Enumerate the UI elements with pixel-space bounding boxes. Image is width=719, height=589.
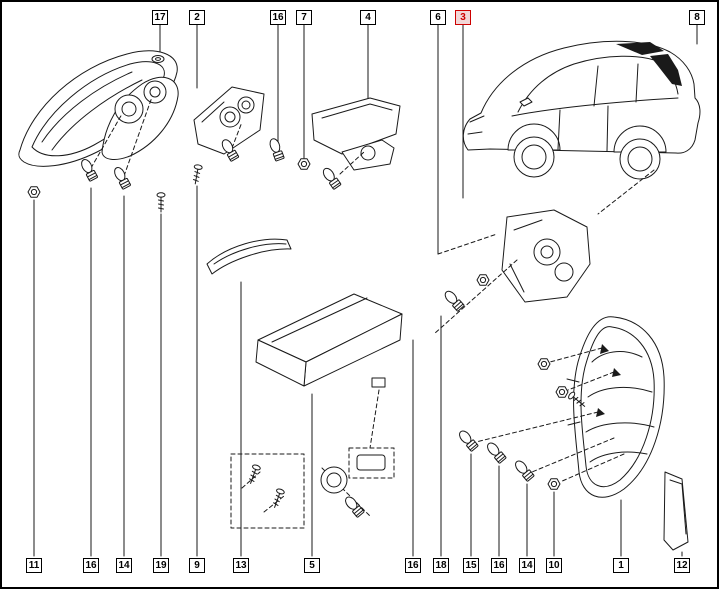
bulb-icon: [456, 428, 479, 452]
callout-8[interactable]: 8: [689, 10, 705, 25]
callout-6[interactable]: 6: [430, 10, 446, 25]
callout-9[interactable]: 9: [189, 558, 205, 573]
bulb-icon: [112, 165, 132, 190]
direction-arrows: [596, 344, 621, 417]
callout-15[interactable]: 15: [463, 558, 479, 573]
high-mount-stop-lamp-illustration: [255, 293, 403, 388]
leader-lines: [33, 24, 698, 557]
bulb-icon: [320, 165, 342, 190]
callout-1[interactable]: 1: [613, 558, 629, 573]
callout-18[interactable]: 18: [433, 558, 449, 573]
nut-icon: [297, 158, 311, 170]
nut-icon: [476, 274, 490, 286]
screw-icon: [270, 487, 286, 510]
screws-dashed-box-illustration: [230, 453, 305, 529]
nut-icon: [27, 186, 41, 198]
callout-10[interactable]: 10: [546, 558, 562, 573]
callout-14[interactable]: 14: [519, 558, 535, 573]
callout-3-selected[interactable]: 3: [455, 10, 471, 25]
bulb-icon: [442, 288, 465, 312]
left-inner-lamp-illustration: [193, 86, 265, 155]
bulb-socket-icon: [320, 466, 348, 494]
callout-16[interactable]: 16: [405, 558, 421, 573]
callout-17[interactable]: 17: [152, 10, 168, 25]
callout-12[interactable]: 12: [674, 558, 690, 573]
lamp-trim-strip-illustration: [206, 238, 292, 275]
callout-7[interactable]: 7: [296, 10, 312, 25]
callout-16[interactable]: 16: [83, 558, 99, 573]
screw-icon: [156, 192, 166, 213]
assembly-axes: [90, 96, 655, 517]
reflector-strip-illustration: [663, 471, 689, 551]
bulb-icon: [342, 494, 365, 518]
grommet-icon: [151, 55, 165, 63]
nut-icon: [547, 478, 561, 490]
callout-14[interactable]: 14: [116, 558, 132, 573]
bulb-icon: [267, 136, 285, 162]
callout-5[interactable]: 5: [304, 558, 320, 573]
callout-11[interactable]: 11: [26, 558, 42, 573]
left-lamp-bulb-holder-illustration: [101, 76, 179, 160]
bulb-icon: [512, 458, 535, 482]
callout-2[interactable]: 2: [189, 10, 205, 25]
bulb-icon: [484, 440, 507, 464]
trunk-lid-lamp-illustration: [311, 97, 401, 171]
nut-icon: [537, 358, 551, 370]
screw-icon: [190, 163, 204, 186]
right-inner-lamp-illustration: [501, 209, 591, 303]
car-illustration: [462, 40, 701, 180]
callout-16[interactable]: 16: [491, 558, 507, 573]
callout-4[interactable]: 4: [360, 10, 376, 25]
callout-13[interactable]: 13: [233, 558, 249, 573]
callout-16[interactable]: 16: [270, 10, 286, 25]
clip-dashed-box-illustration: [348, 447, 395, 479]
callout-19[interactable]: 19: [153, 558, 169, 573]
nut-icon: [555, 386, 569, 398]
right-outer-tail-lamp-illustration: [566, 316, 665, 498]
